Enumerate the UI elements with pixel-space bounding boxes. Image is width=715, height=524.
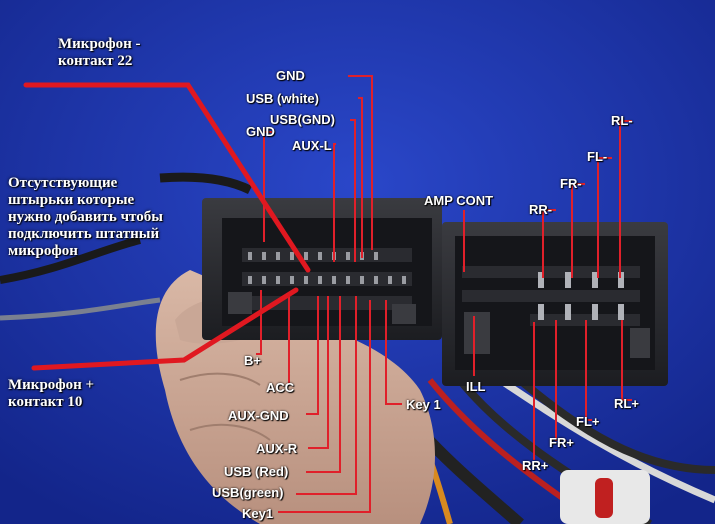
label-fr-minus: FR- <box>560 176 582 191</box>
label-amp-cont: AMP CONT <box>424 193 494 208</box>
note-mic-plus: Микрофон + контакт 10 <box>8 377 95 410</box>
label-fr-plus: FR+ <box>549 435 574 450</box>
label-usb-white: USB (white) <box>246 91 319 106</box>
leader-lines <box>256 75 632 513</box>
label-usb-green: USB(green) <box>212 485 284 500</box>
label-acc: ACC <box>266 380 295 395</box>
label-usb-red: USB (Red) <box>224 464 289 479</box>
label-b-plus: B+ <box>244 353 261 368</box>
label-rl-minus: RL- <box>611 113 633 128</box>
label-fl-plus: FL+ <box>576 414 600 429</box>
pointer-lines <box>23 82 311 371</box>
label-rl-plus: RL+ <box>614 396 639 411</box>
label-aux-l: AUX-L <box>292 138 332 153</box>
label-key1-bottom: Key1 <box>242 506 274 521</box>
note-mic-minus: Микрофон - контакт 22 <box>58 36 141 69</box>
note-missing-pins: Отсутствующие штырьки которые нужно доба… <box>8 175 163 259</box>
label-key-1: Key 1 <box>406 397 441 412</box>
label-aux-gnd: AUX-GND <box>228 408 289 423</box>
label-gnd-left: GND <box>246 124 275 139</box>
label-rr-minus: RR- <box>529 202 553 217</box>
label-fl-minus: FL- <box>587 149 608 164</box>
label-ill: ILL <box>466 379 486 394</box>
label-aux-r: AUX-R <box>256 441 298 456</box>
label-usb-gnd: USB(GND) <box>270 112 335 127</box>
label-gnd-top: GND <box>276 68 305 83</box>
label-rr-plus: RR+ <box>522 458 549 473</box>
